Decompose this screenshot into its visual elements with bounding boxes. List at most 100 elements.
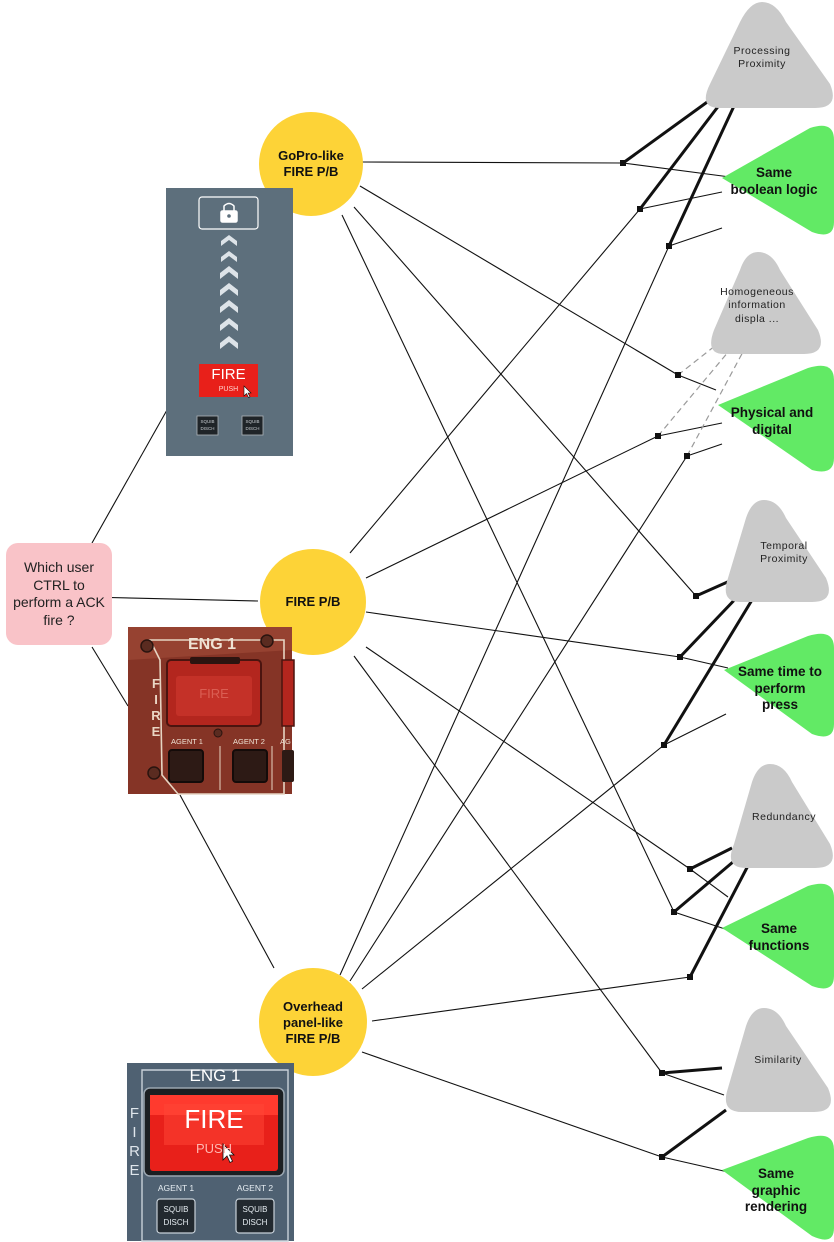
question-box [6,543,112,645]
overhead-disch-label-1: DISCH [163,1218,189,1227]
panel-outline [148,639,285,795]
physical-agent2-label: AGENT 2 [233,737,265,746]
criterion-line: functions [748,938,810,953]
overhead-squib-label-2: SQUIB [242,1205,268,1214]
criterion-line: boolean logic [730,182,818,197]
physical-fire-vertical: F I R E [147,676,165,740]
connector-lines [87,161,731,1173]
question-text: Which user CTRL to perform a ACK fire ? [6,543,112,645]
chevron-up-icons [220,235,238,349]
option-line: FIRE P/B [283,164,339,179]
vertical-letter: F [129,1105,140,1122]
screw-icon [140,639,154,653]
criterion-line: Proximity [760,553,808,565]
criterion-line: press [761,697,799,713]
gopro-squib-label-2: SQUIB [245,419,260,424]
overhead-squib-label-1: SQUIB [163,1205,189,1214]
question-line: fire ? [43,611,75,628]
criterion-redundancy: Redundancy [734,808,834,828]
vertical-letter: I [154,692,158,707]
criterion-line: Temporal [760,539,808,552]
criterion-similarity: Similarity [728,1051,828,1071]
triangle-homogeneous-information [711,252,821,354]
criterion-processing-proximity: Processing Proximity [712,38,812,78]
option-line: GoPro-like [278,147,344,163]
lock-button [198,196,259,230]
criterion-line: graphic [751,1182,801,1198]
criterion-same-functions: Same functions [730,916,828,960]
screw-icon [147,766,161,780]
gopro-disch-label-1: DISCH [200,426,215,431]
criterion-same-time-to-perform-press: Same time to perform press [727,657,833,721]
overhead-agent2-label: AGENT 2 [236,1183,274,1193]
squib-button-2 [241,415,264,436]
green-shape-functions [722,883,834,989]
grey-criteria [705,2,833,1112]
question-line: perform a ACK [13,594,105,610]
vertical-letter: F [152,676,160,691]
option-line: panel-like [283,1014,343,1030]
cursor-icon [243,385,252,398]
option-line: FIRE P/B [285,1031,341,1047]
physical-agent1-label: AGENT 1 [171,737,203,746]
criterion-line: Physical and [730,405,814,421]
option-gopro-label[interactable]: GoPro-like FIRE P/B [259,134,363,194]
green-shape-graphic [722,1135,834,1240]
overhead-fire-label: FIRE [184,1104,244,1134]
criterion-line: Same [760,921,798,937]
question-line: Which user [23,559,94,575]
screw-icon [260,634,274,648]
option-overhead-label[interactable]: Overhead panel-like FIRE P/B [259,994,367,1052]
physical-panel-image [128,627,295,795]
vertical-letter: E [151,724,161,739]
agent2-button [232,749,268,783]
criterion-line: Similarity [754,1054,802,1067]
criterion-physical-and-digital: Physical and digital [722,400,822,444]
overhead-disch-label-2: DISCH [242,1218,268,1227]
criterion-line: displa ... [734,312,780,325]
criterion-line: Processing [733,44,791,57]
vertical-letter: E [129,1162,140,1179]
vertical-letter: R [129,1143,140,1160]
dashed-weight-lines [657,337,745,457]
criterion-homogeneous-information: Homogeneous information displa ... [714,276,800,336]
criterion-line: digital [752,422,792,437]
physical-eng-label: ENG 1 [187,636,236,653]
triangle-similarity [725,1008,831,1112]
triangle-processing-proximity [705,2,833,108]
physical-agent-cut-label: AG [280,737,291,746]
criterion-line: Proximity [738,58,786,70]
green-criteria [718,125,834,1240]
gopro-disch-label-2: DISCH [245,426,260,431]
criterion-same-graphic-rendering: Same graphic rendering [728,1159,824,1223]
overhead-fire-vertical: F I R E [127,1104,142,1180]
criterion-line: Redundancy [752,811,816,824]
triangle-temporal-proximity [725,500,829,602]
triangle-redundancy [730,764,833,868]
option-firepb-label[interactable]: FIRE P/B [260,584,366,620]
overhead-squib-button-2 [235,1198,275,1234]
overhead-eng-label: ENG 1 [189,1066,241,1085]
criterion-line: Homogeneous [720,286,794,299]
vertical-letter: R [151,708,161,723]
agent1-button [168,749,204,783]
criterion-line: Same [755,165,792,181]
option-circle-overhead[interactable] [259,968,367,1076]
criterion-line: information [728,299,786,312]
criterion-line: perform [754,680,806,696]
overhead-agent1-label: AGENT 1 [157,1183,195,1193]
gopro-panel-image [166,188,293,456]
gopro-squib-label-1: SQUIB [200,419,215,424]
criterion-temporal-proximity: Temporal Proximity [734,533,834,573]
cursor-icon [222,1143,235,1164]
question-line: CTRL to [33,576,85,593]
green-shape-sametime [724,633,834,737]
criteria-weight-lines [622,98,754,1159]
green-shape-physical [718,365,834,472]
screw-icon [213,728,223,738]
junction-points [620,160,699,1160]
green-shape-boolean [722,125,834,235]
gopro-push-label: PUSH [218,386,239,393]
criterion-line: Same [757,1165,794,1181]
